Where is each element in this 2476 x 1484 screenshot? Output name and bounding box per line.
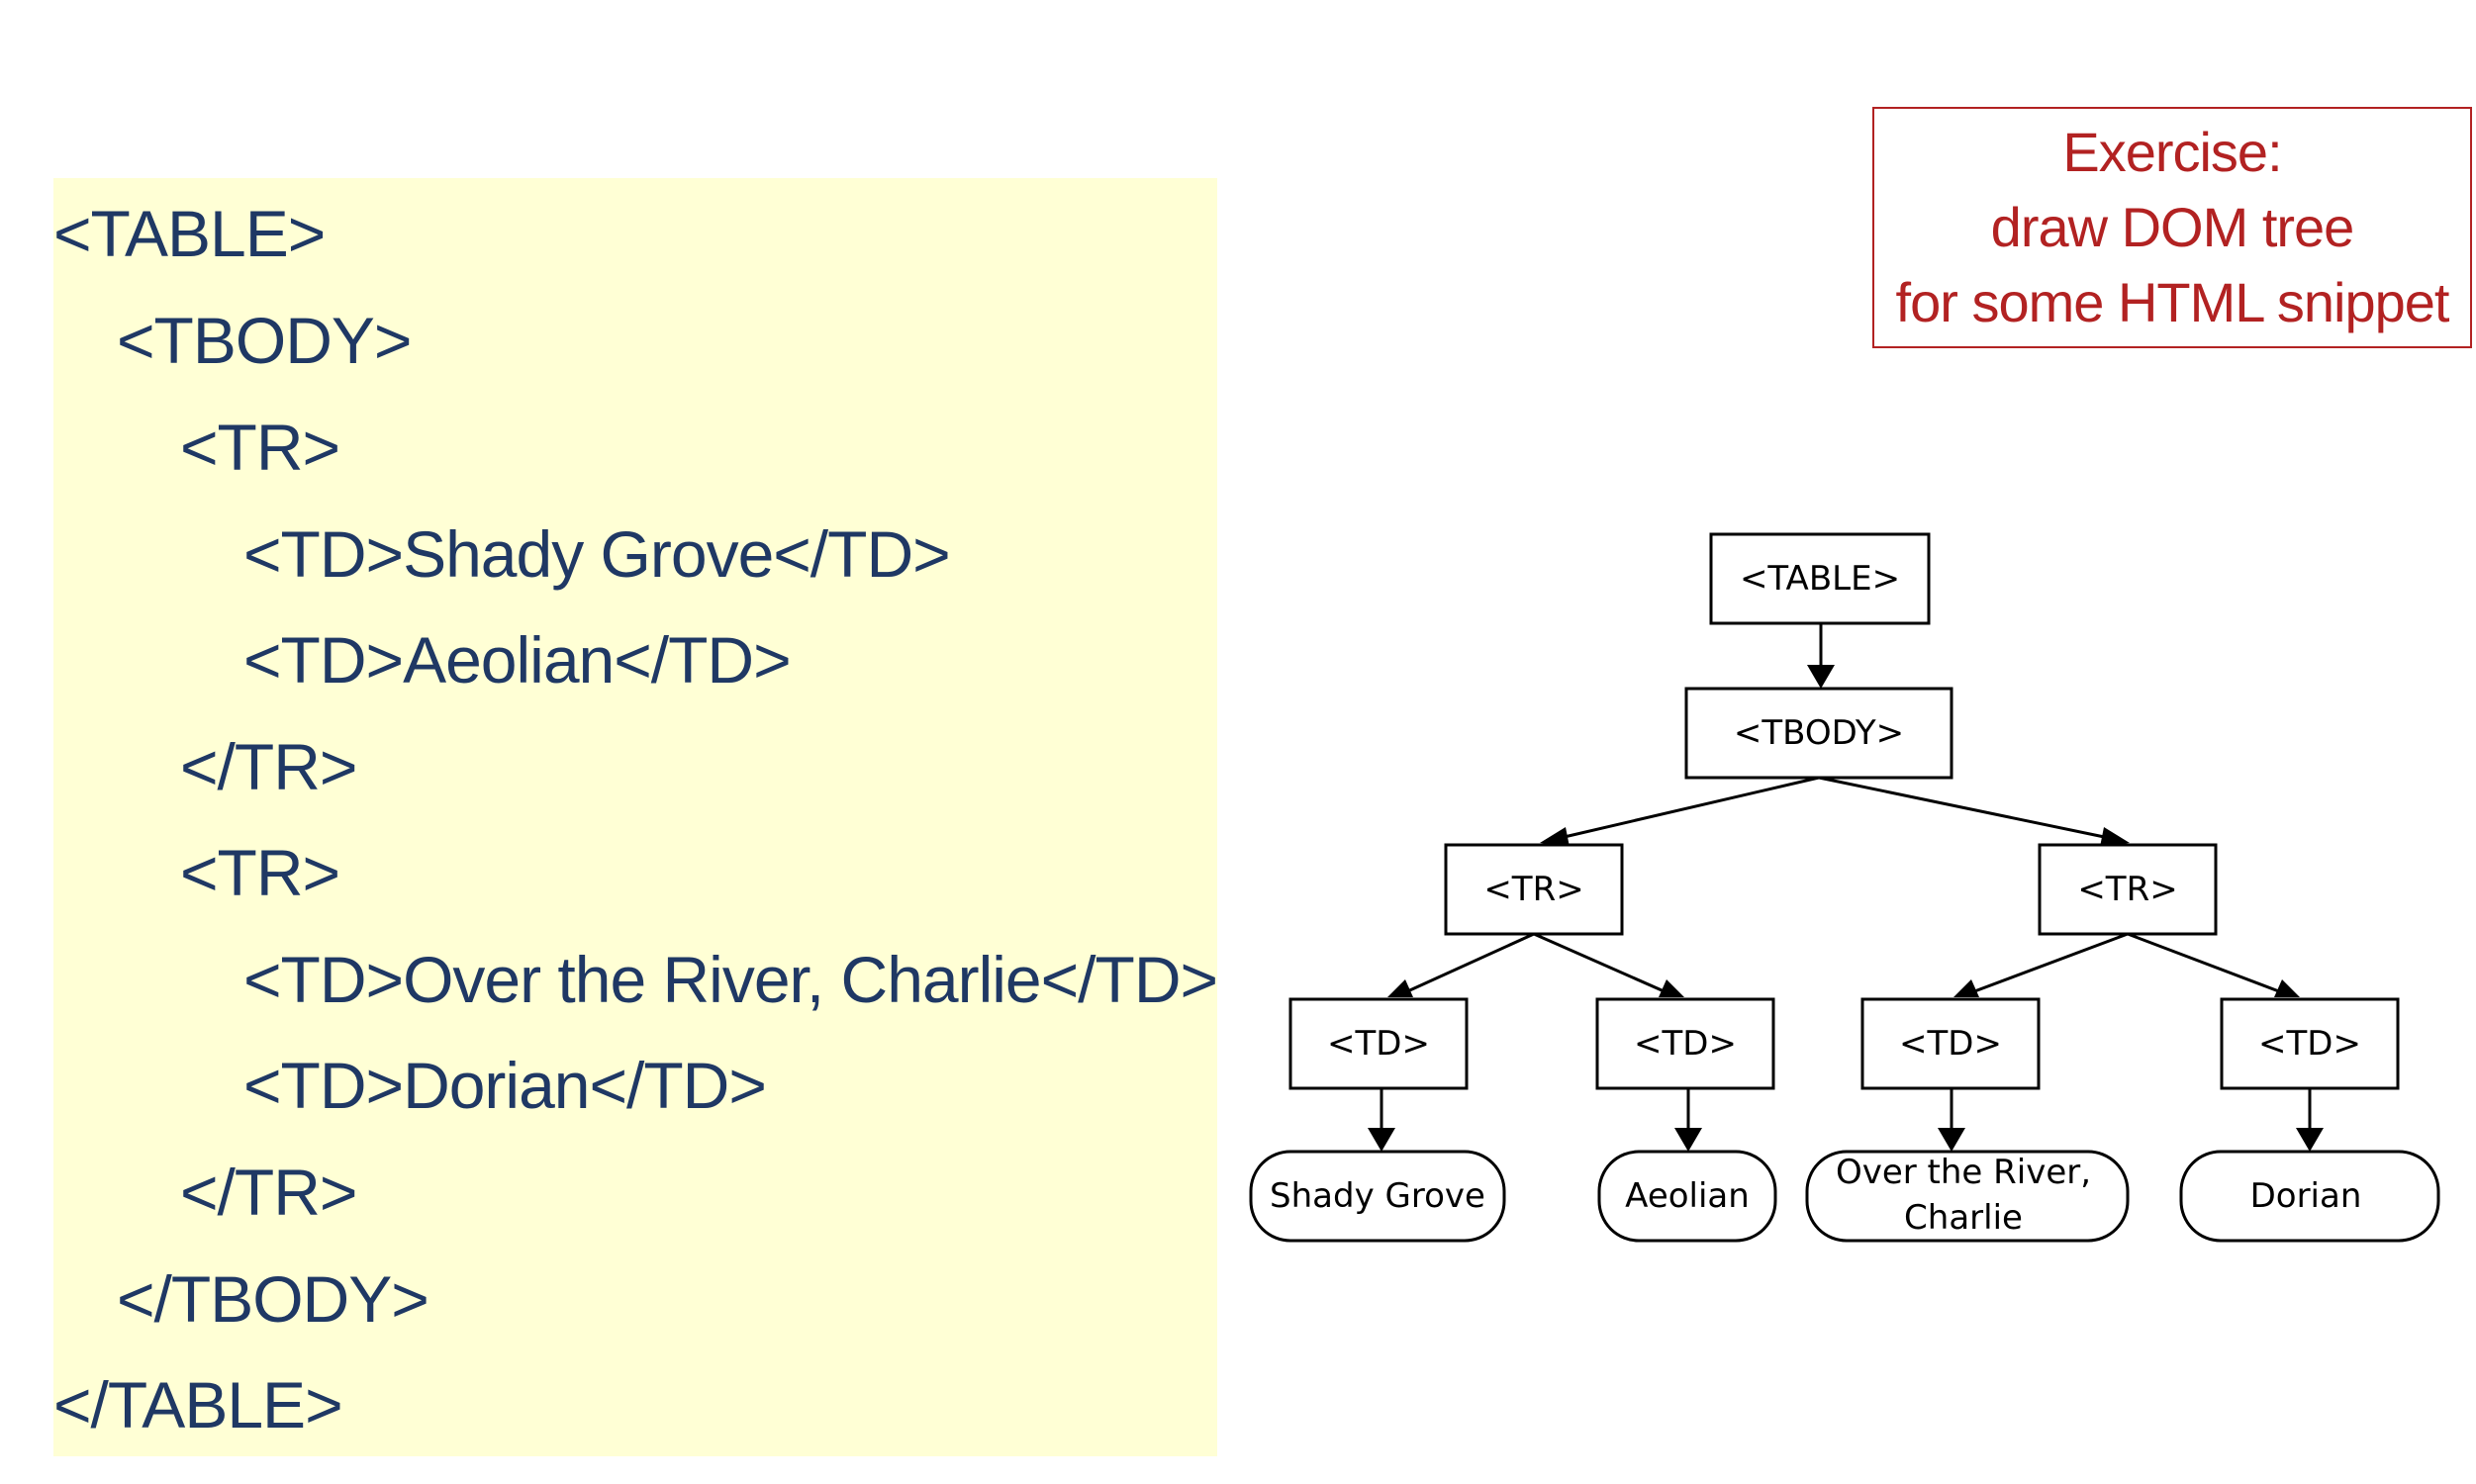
edge-arrowhead [1368, 1128, 1395, 1152]
code-line: </TR> [180, 730, 357, 803]
text-node [2179, 1150, 2440, 1243]
edge-arrowhead [1387, 979, 1413, 997]
text-node-label: Shady Grove [1270, 1176, 1485, 1216]
edge-arrowhead [2100, 827, 2130, 847]
edge-arrowhead [1807, 665, 1835, 689]
text-node [1805, 1150, 2130, 1243]
text-node-label: Aeolian [1625, 1176, 1750, 1216]
text-node [1597, 1150, 1777, 1243]
tr-node-label: <TR> [2077, 870, 2177, 909]
td-node-label: <TD> [2258, 1024, 2361, 1064]
edge [1402, 932, 1535, 995]
edge-arrowhead [1659, 979, 1684, 997]
code-line: <TD>Over the River, Charlie</TD> [243, 943, 1218, 1016]
text-node-label: Charlie [1904, 1198, 2023, 1238]
edge [1968, 932, 2129, 995]
exercise-line: for some HTML snippet [1895, 271, 2450, 333]
edge [2127, 932, 2285, 995]
code-line: <TR> [180, 836, 340, 909]
code-line: <TD>Aeolian</TD> [243, 623, 792, 696]
code-line: </TABLE> [53, 1368, 343, 1441]
tr-node-label: <TR> [1483, 870, 1583, 909]
code-line: <TD>Dorian</TD> [243, 1049, 767, 1122]
tr-node [1444, 843, 1624, 936]
code-line: <TD>Shady Grove</TD> [243, 517, 951, 591]
tbody-node [1684, 687, 1953, 780]
td-node [1595, 997, 1775, 1090]
tr-node [2038, 843, 2218, 936]
text-node [1249, 1150, 1506, 1243]
table-node [1709, 532, 1931, 625]
td-node-label: <TD> [1327, 1024, 1430, 1064]
edge [1818, 776, 2115, 841]
text-node-label: Over the River, [1836, 1153, 2091, 1192]
tbody-node-label: <TBODY> [1734, 713, 1904, 753]
code-line: </TR> [180, 1156, 357, 1229]
edge [1533, 932, 1669, 995]
text-node-label: Dorian [2250, 1176, 2362, 1216]
table-node-label: <TABLE> [1740, 559, 1900, 599]
td-node [1288, 997, 1469, 1090]
td-node-label: <TD> [1899, 1024, 2002, 1064]
edge-arrowhead [1953, 979, 1979, 997]
td-node [2220, 997, 2400, 1090]
edge-arrowhead [1938, 1128, 1965, 1152]
exercise-title: Exercise: [2062, 121, 2282, 183]
tree-edges [1368, 623, 2324, 1152]
code-line: <TBODY> [117, 304, 412, 377]
exercise-line: draw DOM tree [1990, 196, 2355, 258]
edge-arrowhead [2296, 1128, 2324, 1152]
edge [1555, 776, 1820, 841]
td-node [1860, 997, 2041, 1090]
code-panel [53, 178, 1217, 1456]
td-node-label: <TD> [1634, 1024, 1737, 1064]
edge-arrowhead [2274, 979, 2300, 997]
code-line: <TR> [180, 411, 340, 484]
code-line: </TBODY> [117, 1262, 429, 1336]
code-line: <TABLE> [53, 197, 326, 270]
exercise-callout: Exercise: draw DOM tree for some HTML sn… [1872, 107, 2472, 348]
edge-arrowhead [1540, 827, 1570, 847]
edge-arrowhead [1674, 1128, 1702, 1152]
